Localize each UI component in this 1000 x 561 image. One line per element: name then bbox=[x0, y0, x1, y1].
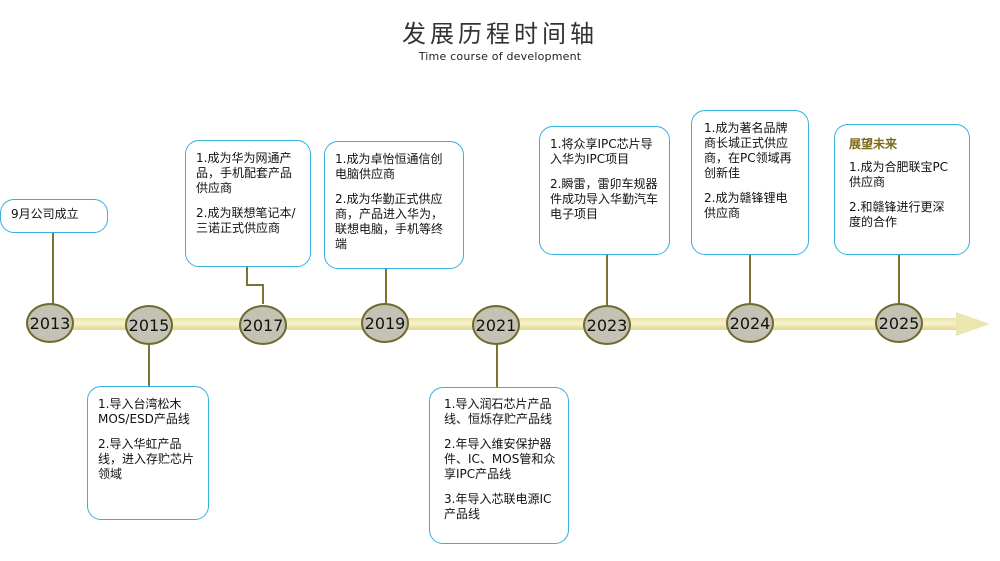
event-box-2024: 1.成为著名品牌商长城正式供应商，在PC领域再创新佳 2.成为赣锋锂电供应商 bbox=[691, 110, 809, 255]
connector-2017-b bbox=[246, 284, 264, 286]
event-box-2019: 1.成为卓怡恒通信创电脑供应商 2.成为华勤正式供应商，产品进入华为，联想电脑，… bbox=[324, 141, 464, 269]
connector-2017-c bbox=[262, 284, 264, 304]
timeline-arrow-icon bbox=[956, 312, 990, 336]
event-2017-line-2: 2.成为联想笔记本/三诺正式供应商 bbox=[196, 206, 296, 235]
connector-2021 bbox=[496, 342, 498, 388]
connector-2023 bbox=[606, 254, 608, 306]
event-2023-line-1: 1.将众享IPC芯片导入华为IPC项目 bbox=[550, 137, 653, 166]
event-2024-line-2: 2.成为赣锋锂电供应商 bbox=[704, 191, 788, 220]
event-box-2013: 9月公司成立 bbox=[0, 199, 108, 233]
event-2021-line-1: 1.导入润石芯片产品线、恒烁存贮产品线 bbox=[444, 397, 553, 426]
connector-2024 bbox=[749, 254, 751, 304]
year-node-2013: 2013 bbox=[26, 303, 74, 343]
year-node-2025: 2025 bbox=[875, 303, 923, 343]
event-2025-heading: 展望未来 bbox=[849, 137, 898, 151]
event-2015-line-1: 1.导入台湾松木MOS/ESD产品线 bbox=[98, 397, 190, 426]
event-2024-line-1: 1.成为著名品牌商长城正式供应商，在PC领域再创新佳 bbox=[704, 121, 792, 180]
event-2017-line-1: 1.成为华为网通产品，手机配套产品供应商 bbox=[196, 151, 293, 195]
year-node-2017: 2017 bbox=[239, 305, 287, 345]
event-box-2023: 1.将众享IPC芯片导入华为IPC项目 2.瞬雷，雷卯车规器件成功导入华勤汽车电… bbox=[539, 126, 670, 255]
connector-2019 bbox=[385, 268, 387, 304]
event-box-2021: 1.导入润石芯片产品线、恒烁存贮产品线 2.年导入维安保护器件、IC、MOS管和… bbox=[429, 387, 569, 544]
event-2025-line-2: 2.和赣锋进行更深度的合作 bbox=[849, 200, 945, 229]
year-node-2023: 2023 bbox=[583, 305, 631, 345]
event-2013-line-1: 9月公司成立 bbox=[11, 207, 79, 221]
event-2021-line-2: 2.年导入维安保护器件、IC、MOS管和众享IPC产品线 bbox=[444, 437, 556, 481]
event-2025-line-1: 1.成为合肥联宝PC供应商 bbox=[849, 160, 949, 189]
event-box-2017: 1.成为华为网通产品，手机配套产品供应商 2.成为联想笔记本/三诺正式供应商 bbox=[185, 140, 311, 267]
event-2019-line-1: 1.成为卓怡恒通信创电脑供应商 bbox=[335, 152, 443, 181]
page-title: 发展历程时间轴 bbox=[402, 20, 598, 48]
connector-2025 bbox=[898, 254, 900, 304]
year-node-2019: 2019 bbox=[361, 303, 409, 343]
event-box-2015: 1.导入台湾松木MOS/ESD产品线 2.导入华虹产品线，进入存贮芯片领域 bbox=[87, 386, 209, 520]
event-2021-line-3: 3.年导入芯联电源IC产品线 bbox=[444, 492, 552, 521]
connector-2017-a bbox=[246, 266, 248, 286]
event-2019-line-2: 2.成为华勤正式供应商，产品进入华为，联想电脑，手机等终端 bbox=[335, 192, 444, 251]
event-2015-line-2: 2.导入华虹产品线，进入存贮芯片领域 bbox=[98, 437, 195, 481]
event-2023-line-2: 2.瞬雷，雷卯车规器件成功导入华勤汽车电子项目 bbox=[550, 177, 659, 221]
year-node-2024: 2024 bbox=[726, 303, 774, 343]
year-node-2015: 2015 bbox=[125, 305, 173, 345]
year-node-2021: 2021 bbox=[472, 305, 520, 345]
connector-2015 bbox=[148, 342, 150, 386]
event-box-2025: 展望未来 1.成为合肥联宝PC供应商 2.和赣锋进行更深度的合作 bbox=[834, 124, 970, 255]
connector-2013 bbox=[52, 232, 54, 304]
page-subtitle: Time course of development bbox=[418, 50, 582, 63]
